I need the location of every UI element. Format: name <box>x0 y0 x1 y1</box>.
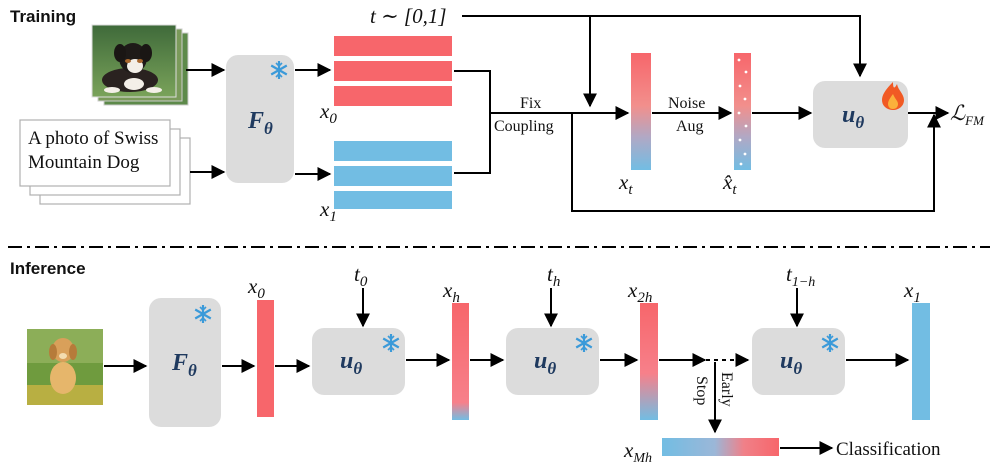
xh-label: xh <box>442 278 460 306</box>
aug-label: Aug <box>676 118 704 135</box>
x0-inference-label: x0 <box>247 274 265 302</box>
stop-label: Stop <box>693 376 710 405</box>
classification-label: Classification <box>836 439 941 460</box>
target-feedback-arrow <box>571 113 941 212</box>
inference-title: Inference <box>10 259 86 278</box>
loss-label: ℒFM <box>950 101 985 128</box>
model-2-label: uθ <box>534 348 556 378</box>
model-3-label: uθ <box>780 348 802 378</box>
x0-feature-bars <box>334 36 452 106</box>
t1h-label: t1−h <box>786 262 815 290</box>
fire-icon <box>882 82 904 110</box>
model-1-label: uθ <box>340 348 362 378</box>
dog-image-stack <box>91 24 189 106</box>
inference-encoder-label: Fθ <box>171 350 197 380</box>
xt-label: xt <box>618 170 633 198</box>
x2h-label: x2h <box>627 278 652 306</box>
xt-hat-label: x̂t <box>722 170 737 198</box>
training-encoder-block: Fθ <box>226 55 294 183</box>
x1-inference-label: x1 <box>903 278 921 306</box>
xmh-bar <box>662 438 779 456</box>
x1-label: x1 <box>319 197 337 225</box>
encoder-label: Fθ <box>247 108 273 138</box>
xt-hat-bar <box>734 53 751 170</box>
caption-stack: A photo of Swiss Mountain Dog <box>19 119 191 205</box>
t0-label: t0 <box>354 262 368 290</box>
xt-bar <box>631 53 651 170</box>
x0-inference-bar <box>257 300 274 417</box>
training-title: Training <box>10 7 76 26</box>
puppy-photo <box>27 329 103 405</box>
inference-model-block-2: uθ <box>506 328 599 395</box>
fix-label: Fix <box>520 95 541 112</box>
early-label: Early <box>718 372 735 407</box>
x1-to-coupling-line <box>454 113 491 174</box>
x2h-bar <box>640 303 658 420</box>
caption-line-1: A photo of Swiss <box>28 128 158 149</box>
inference-model-block-1: uθ <box>312 328 405 395</box>
t-to-model-arrow <box>462 15 867 78</box>
x1-feature-bars <box>334 141 452 209</box>
caption-line-2: Mountain Dog <box>28 152 140 173</box>
training-model-block: uθ <box>813 81 908 148</box>
noise-label: Noise <box>668 95 705 112</box>
inference-model-block-3: uθ <box>752 328 845 395</box>
training-model-label: uθ <box>842 102 864 132</box>
t-range-label: t ∼ [0,1] <box>370 4 447 28</box>
inference-encoder-block: Fθ <box>149 298 221 427</box>
xmh-label: xMh <box>623 438 652 466</box>
x0-to-coupling-line <box>454 70 491 113</box>
xh-bar <box>452 303 469 420</box>
x1-inference-bar <box>912 303 930 420</box>
th-label: th <box>547 262 560 290</box>
coupling-label: Coupling <box>494 118 554 135</box>
x0-label: x0 <box>319 99 337 127</box>
